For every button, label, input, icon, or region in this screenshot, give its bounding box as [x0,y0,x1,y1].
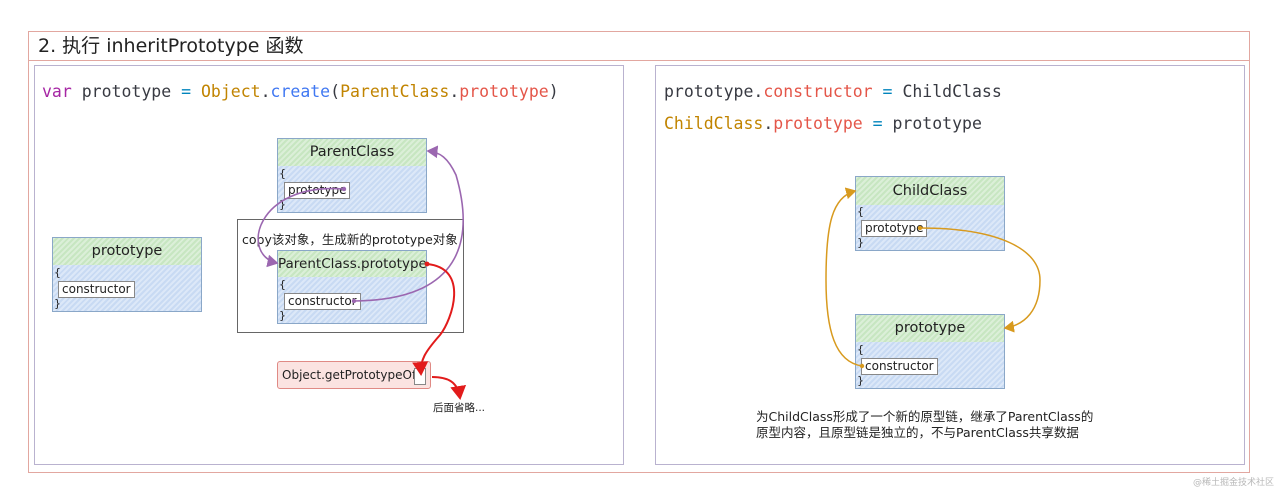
box-title: prototype [53,238,201,266]
code-object: ChildClass [664,114,764,133]
get-prototype-of-box: Object.getPrototypeOf( [277,361,431,389]
code-property: prototype [773,114,863,133]
omitted-label: 后面省略... [433,402,486,414]
box-title: ParentClass [278,139,426,167]
parent-class-box: ParentClass { prototype } [277,138,427,213]
brace-open: { [857,343,864,356]
code-object: prototype [664,82,754,101]
brace-close: } [857,374,864,387]
get-prototype-of-label: Object.getPrototypeOf( [282,368,421,382]
brace-open: { [279,167,286,180]
right-prototype-box: prototype { constructor } [855,314,1005,389]
box-title: ChildClass [856,177,1004,206]
constructor-field: constructor [284,293,361,310]
code-object: Object [191,82,261,101]
code-value: prototype [892,114,982,133]
constructor-field: constructor [861,358,938,375]
code-operator: = [181,82,192,101]
box-title: prototype [856,315,1004,343]
constructor-assign-line: prototype.constructor = ChildClass [664,82,1002,101]
create-code-line: var prototype = Object.create(ParentClas… [42,82,559,101]
copy-note: copy该对象，生成新的prototype对象 [242,232,458,247]
code-dot: . [260,82,271,101]
prototype-field: prototype [284,182,351,199]
code-function: create [270,82,331,101]
child-class-box: ChildClass { prototype } [855,176,1005,251]
code-value: ChildClass [902,82,1002,101]
brace-open: { [54,266,61,279]
outer-frame [28,31,1250,473]
brace-open: { [279,278,286,291]
chain-note-line-2: 原型内容，且原型链是独立的，不与ParentClass共享数据 [756,425,1079,440]
code-argument-property: prototype [459,82,549,101]
brace-close: } [279,198,286,211]
chain-note-line-1: 为ChildClass形成了一个新的原型链，继承了ParentClass的 [756,409,1094,424]
code-dot: . [753,82,764,101]
parent-prototype-box: ParentClass.prototype { constructor } [277,250,427,324]
code-operator: = [862,114,893,133]
code-dot: . [449,82,460,101]
box-title: ParentClass.prototype [278,251,427,278]
prototype-box: prototype { constructor } [52,237,202,312]
code-argument-object: ParentClass [340,82,450,101]
get-prototype-of-argument [414,368,426,385]
code-variable: prototype [71,82,182,101]
page-title: 2. 执行 inheritPrototype 函数 [28,31,1250,61]
code-paren-open: ( [330,82,341,101]
constructor-field: constructor [58,281,135,298]
code-property: constructor [763,82,873,101]
code-paren-close: ) [548,82,559,101]
prototype-assign-line: ChildClass.prototype = prototype [664,114,982,133]
prototype-field: prototype [861,220,928,237]
watermark: @稀土掘金技术社区 [1192,478,1274,488]
code-operator: = [872,82,903,101]
brace-open: { [857,205,864,218]
brace-close: } [857,236,864,249]
code-keyword: var [42,82,72,101]
code-dot: . [763,114,774,133]
brace-close: } [279,309,286,322]
brace-close: } [54,297,61,310]
